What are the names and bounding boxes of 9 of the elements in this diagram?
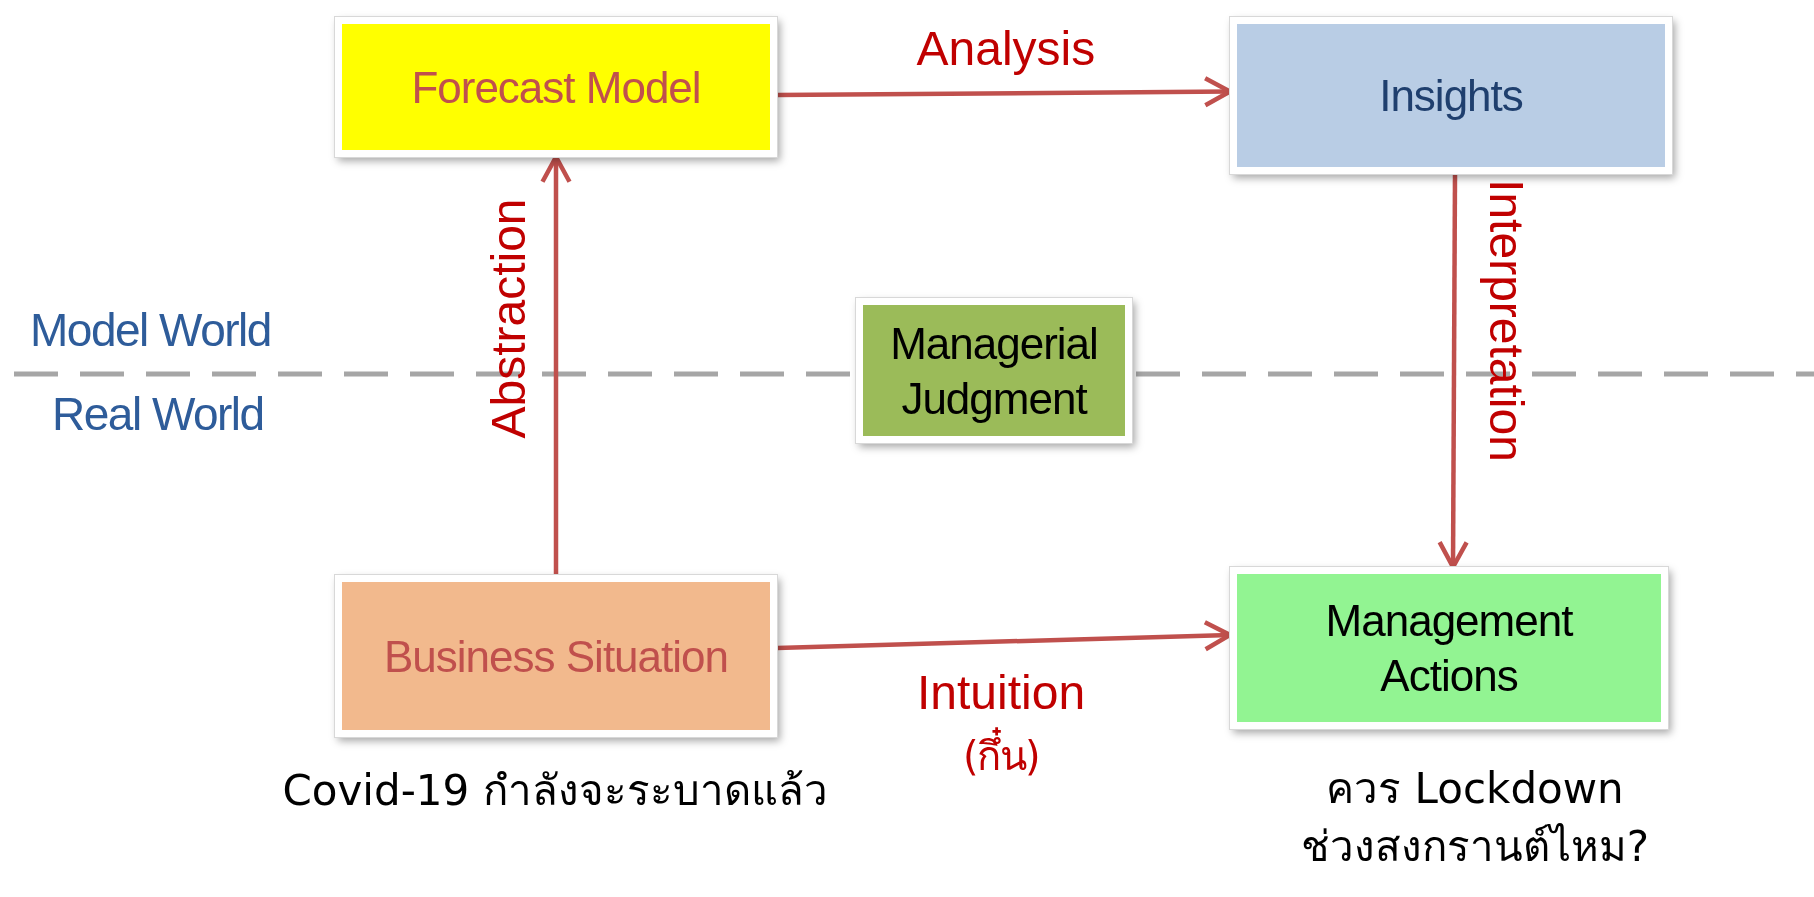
annotation-text: (กึ๋น) [963, 724, 1040, 788]
region-label: Real World [52, 387, 264, 441]
edge-label: Abstraction [480, 197, 536, 439]
edge-label: Analysis [916, 20, 1096, 76]
edge-label: Intuition [917, 664, 1086, 720]
edge-label: Interpretation [1478, 178, 1534, 462]
caption-text: ควร Lockdown ช่วงสงกรานต์ไหม? [1299, 763, 1651, 873]
caption-text: Covid-19 กำลังจะระบาดแล้ว [281, 765, 829, 817]
region-label: Model World [30, 303, 271, 357]
